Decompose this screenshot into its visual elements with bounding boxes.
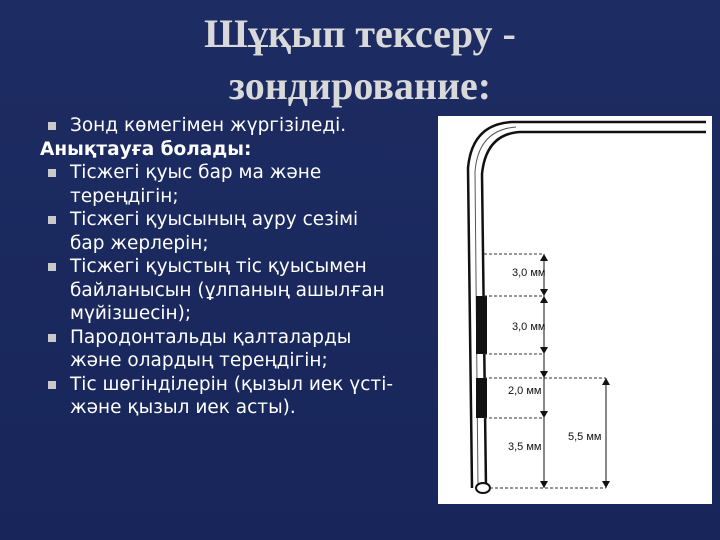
probe-outline (466, 120, 706, 489)
measure-label: 3,5 мм (508, 441, 541, 453)
subheading: Анықтауға болады: (40, 138, 252, 160)
probe-inner-line (474, 126, 517, 489)
bullet-line: Тіс шөгінділерін (қызыл иек үсті- (70, 373, 394, 395)
bullet-item: Тіс шөгінділерін (қызыл иек үсті- және қ… (46, 373, 446, 420)
arrow-icon (540, 371, 548, 378)
arrow-icon (540, 481, 548, 488)
arrow-icon (602, 378, 610, 385)
bullet-item: Тісжегі қуысының ауру сезімі бар жерлері… (46, 208, 446, 255)
subheading-row: Анықтауға болады: (40, 138, 446, 162)
bullet-item: Пародонтальды қалталарды және олардың те… (46, 326, 446, 373)
arrow-icon (540, 347, 548, 354)
bullet-line: және олардың тереңдігін; (70, 350, 328, 371)
arrow-icon (540, 411, 548, 418)
bullet-line: Пародонтальды қалталарды (70, 326, 352, 348)
probe-band (476, 378, 487, 418)
arrow-icon (602, 481, 610, 488)
title-line-2: зондирование: (228, 63, 492, 108)
bullet-line: бар жерлерін; (70, 232, 209, 254)
square-bullet-icon (48, 122, 56, 130)
bullet-line: Тісжегі қуыстың тіс қуысымен (70, 256, 367, 277)
arrow-icon (540, 296, 548, 303)
bullet-line: мүйізшесін); (70, 303, 192, 324)
measure-label: 5,5 мм (568, 431, 601, 443)
measure-label: 3,0 мм (512, 267, 545, 279)
square-bullet-icon (48, 263, 56, 271)
bullet-item: Тісжегі қуыстың тіс қуысымен байланысын … (46, 255, 446, 326)
probe-diagram-svg: 3,0 мм 3,0 мм 2,0 мм 3,5 мм 5,5 мм (466, 120, 706, 494)
slide-body: Зонд көмегімен жүргізіледі. Анықтауға бо… (40, 114, 446, 420)
bullet-line: байланысын (ұлпаның ашылған (70, 279, 385, 301)
slide-title: Шұқып тексеру - зондирование: (120, 8, 600, 112)
square-bullet-icon (48, 216, 56, 224)
square-bullet-icon (48, 169, 56, 177)
arrow-icon (540, 289, 548, 296)
measure-label: 2,0 мм (508, 385, 541, 397)
measure-label: 3,0 мм (512, 321, 545, 333)
bullet-item: Тісжегі қуыс бар ма және тереңдігін; (46, 161, 446, 208)
probe-tip (475, 482, 491, 494)
square-bullet-icon (48, 333, 56, 342)
title-line-1: Шұқып тексеру - (204, 11, 516, 56)
bullet-item-intro: Зонд көмегімен жүргізіледі. (46, 114, 446, 138)
square-bullet-icon (48, 380, 56, 389)
bullet-line: тереңдігін; (70, 185, 179, 207)
probe-outline-inner (480, 130, 706, 489)
arrow-icon (540, 254, 548, 261)
probe-diagram: 3,0 мм 3,0 мм 2,0 мм 3,5 мм 5,5 мм (438, 116, 712, 504)
bullet-line: Тісжегі қуыс бар ма және (70, 162, 322, 183)
bullet-line: Тісжегі қуысының ауру сезімі (70, 209, 359, 230)
bullet-text: Зонд көмегімен жүргізіледі. (70, 115, 347, 136)
probe-band (476, 296, 487, 354)
bullet-line: және қызыл иек асты). (70, 397, 296, 418)
